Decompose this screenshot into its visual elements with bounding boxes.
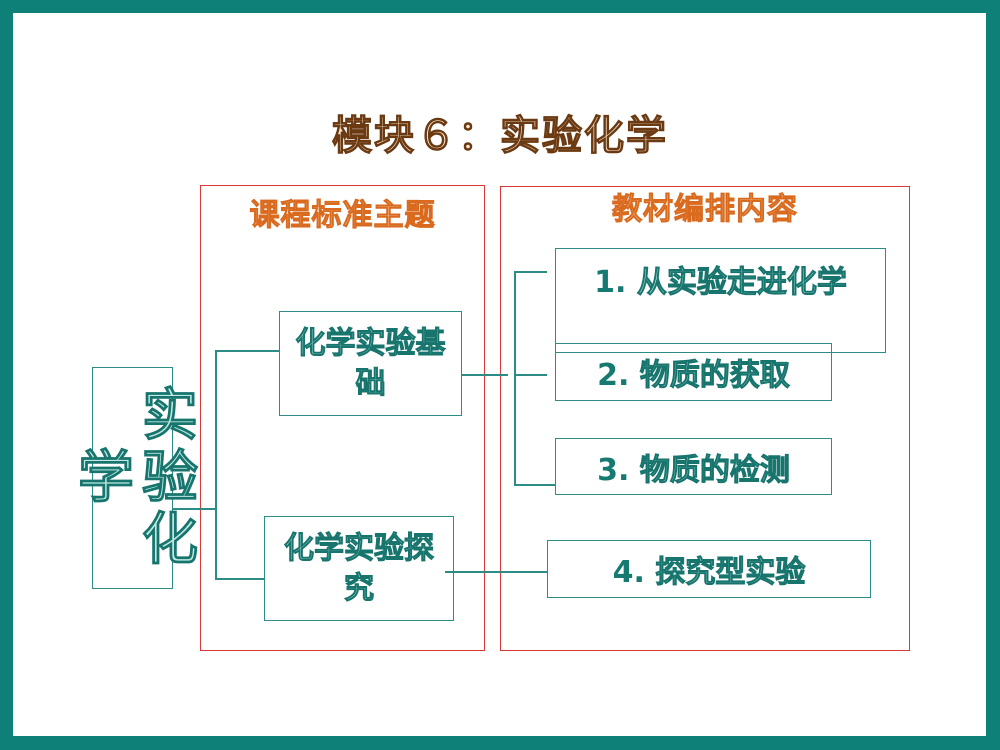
chapter-number: 3. (597, 452, 630, 488)
curriculum-standard-panel (200, 185, 485, 651)
chapter-node-4-text: 4. 探究型实验 (613, 547, 806, 591)
textbook-content-header: 教材编排内容 (612, 192, 798, 228)
chapter-node-3-text: 3. 物质的检测 (597, 445, 790, 489)
chapter-label: 物质的获取 (639, 358, 790, 394)
curriculum-standard-header: 课程标准主题 (249, 198, 436, 234)
topic-node-experiment-basics: 化学实验基础 (279, 311, 462, 416)
chapter-number: 4. (612, 555, 645, 590)
topic-node-label: 化学实验探究 (284, 530, 435, 606)
connector-topic-2 (215, 578, 265, 580)
connector-chapter-2 (514, 374, 547, 376)
chapter-node-2-text: 2. 物质的获取 (597, 350, 790, 394)
chapter-label: 物质的检测 (639, 452, 790, 488)
chapter-number: 2. (597, 358, 630, 393)
root-node-experimental-chemistry: 实验化学 (68, 367, 198, 589)
connector-root (172, 508, 217, 510)
chapter-node-4: 4. 探究型实验 (547, 540, 871, 598)
connector-topic-1 (215, 350, 280, 352)
connector-left-bracket (215, 350, 217, 580)
chapter-node-1-text: 1. 从实验走进化学 (571, 261, 871, 305)
connector-basics-out (461, 374, 508, 376)
chapter-node-2: 2. 物质的获取 (555, 343, 832, 401)
chapter-label: 探究型实验 (655, 555, 806, 591)
chapter-label: 从实验走进化学 (636, 265, 847, 301)
connector-right-bracket (514, 271, 516, 486)
topic-node-experiment-inquiry: 化学实验探究 (264, 516, 454, 621)
connector-chapter-4 (445, 571, 548, 573)
chapter-node-3: 3. 物质的检测 (555, 438, 832, 495)
chapter-node-1: 1. 从实验走进化学 (555, 248, 886, 353)
topic-node-label: 化学实验基础 (295, 325, 446, 401)
textbook-content-panel (500, 186, 910, 651)
connector-chapter-1 (514, 271, 547, 273)
chapter-number: 1. (594, 265, 627, 300)
connector-chapter-3 (514, 484, 556, 486)
slide-title: 模块６：实验化学 (331, 112, 668, 159)
root-node-label: 实验化学 (68, 385, 198, 572)
